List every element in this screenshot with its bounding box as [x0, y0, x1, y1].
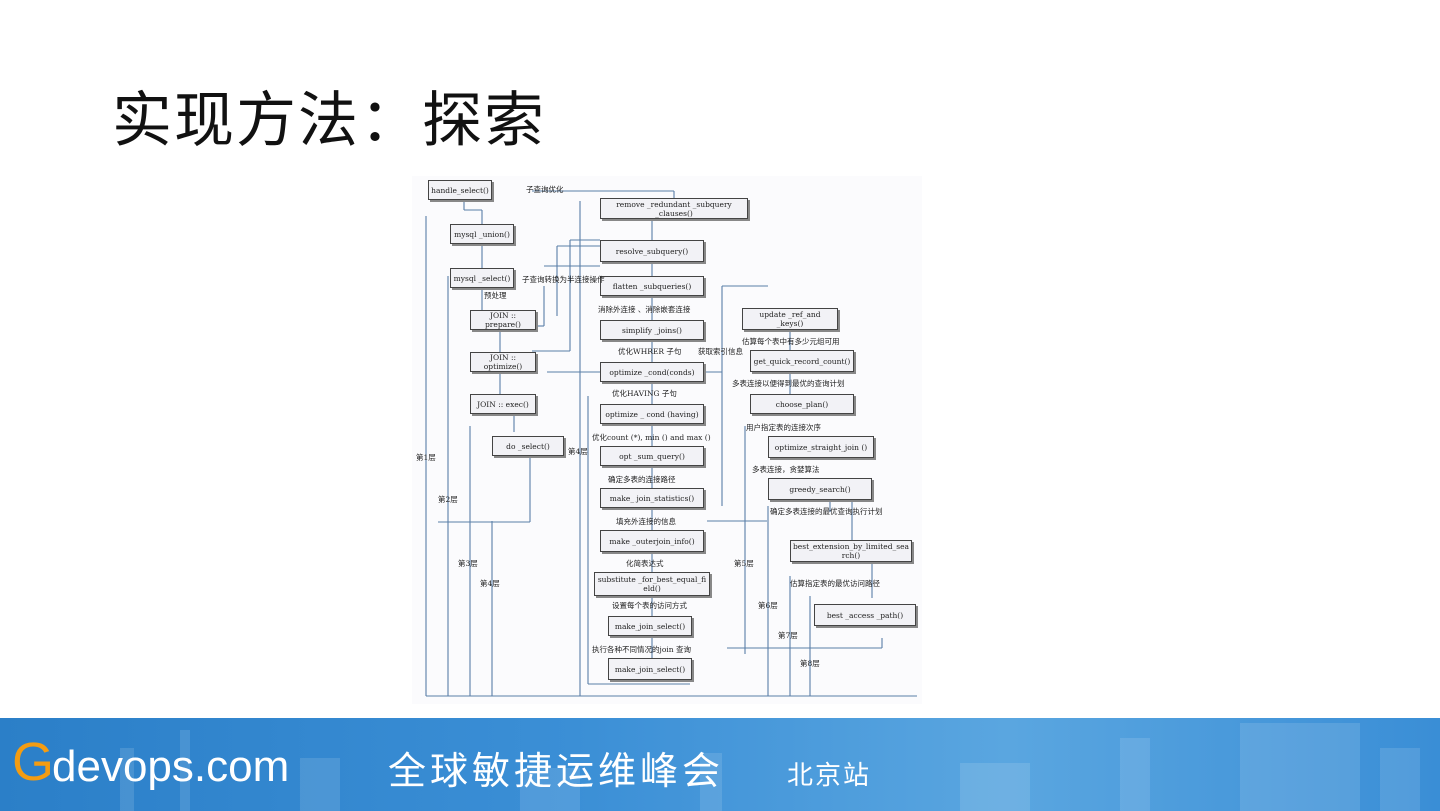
label-level-3: 第3层 [458, 558, 478, 569]
label-optimal-exec-plan: 确定多表连接的最优查询执行计划 [770, 506, 883, 517]
node-make-outerjoin-info: make _outerjoin_info() [600, 530, 704, 552]
label-subquery-opt: 子查询优化 [526, 184, 564, 195]
node-get-quick-record-count: get_quick_record_count() [750, 350, 854, 372]
label-count-min-max: 优化count (*), min () and max () [592, 432, 711, 443]
node-choose-plan: choose_plan() [750, 394, 854, 414]
node-join-exec: JOIN :: exec() [470, 394, 536, 414]
node-substitute-best-equal: substitute _for_best_equal_fi eld() [594, 572, 710, 596]
footer-slogan: 全球敏捷运维峰会 [388, 748, 724, 794]
node-opt-sum-query: opt _sum_query() [600, 446, 704, 466]
label-level-2: 第2层 [438, 494, 458, 505]
label-estimate-tuples: 估算每个表中有多少元组可用 [742, 336, 840, 347]
flowchart-diagram: handle_select() mysql _union() mysql _se… [412, 176, 922, 704]
label-user-order: 用户指定表的连接次序 [746, 422, 821, 433]
node-flatten-subqueries: flatten _subqueries() [600, 276, 704, 296]
label-join-queries: 执行各种不同情况的join 查询 [592, 644, 691, 655]
node-mysql-union: mysql _union() [450, 224, 514, 244]
label-having: 优化HAVING 子句 [612, 388, 677, 399]
label-outer-join-info: 填充外连接的信息 [616, 516, 676, 527]
label-level-5: 第5层 [734, 558, 754, 569]
label-greedy: 多表连接，贪婪算法 [752, 464, 820, 475]
node-best-access-path: best _access _path() [814, 604, 916, 626]
label-level-4b: 第4层 [568, 446, 588, 457]
node-do-select: do _select() [492, 436, 564, 456]
footer-city: 北京站 [787, 760, 871, 792]
node-simplify-joins: simplify _joins() [600, 320, 704, 340]
node-optimize-straight-join: optimize_straight_join () [768, 436, 874, 458]
node-make-join-statistics: make_ join_statistics() [600, 488, 704, 508]
node-make-join-select-1: make_join_select() [608, 616, 692, 636]
label-where: 优化WHRER 子句 [618, 346, 681, 357]
node-mysql-select: mysql _select() [450, 268, 514, 288]
node-remove-redundant: remove _redundant _subquery _clauses() [600, 198, 748, 219]
node-resolve-subquery: resolve_subquery() [600, 240, 704, 262]
label-join-path: 确定多表的连接路径 [608, 474, 676, 485]
label-level-6: 第6层 [758, 600, 778, 611]
label-preprocess: 预处理 [484, 290, 507, 301]
logo-g: G [12, 732, 54, 792]
logo-text: devops.com [52, 742, 289, 792]
node-optimize-cond-conds: optimize _cond(conds) [600, 362, 704, 382]
node-join-prepare: JOIN :: prepare() [470, 310, 536, 330]
label-semijoin: 子查询转换为半连接操作 [522, 274, 605, 285]
node-best-extension: best_extension_by_limited_sea rch() [790, 540, 912, 562]
node-make-join-select-2: make_join_select() [608, 658, 692, 680]
label-level-8: 第8层 [800, 658, 820, 669]
label-best-plan: 多表连接以便得到最优的查询计划 [732, 378, 845, 389]
label-access-method: 设置每个表的访问方式 [612, 600, 687, 611]
label-simplify-expr: 化简表达式 [626, 558, 664, 569]
label-best-access-path: 估算指定表的最优访问路径 [790, 578, 880, 589]
label-level-4a: 第4层 [480, 578, 500, 589]
footer-banner: G devops.com 全球敏捷运维峰会 北京站 [0, 718, 1440, 811]
label-index-info: 获取索引信息 [698, 346, 743, 357]
node-join-optimize: JOIN :: optimize() [470, 352, 536, 372]
slide-title: 实现方法：探索 [112, 72, 546, 159]
node-optimize-cond-having: optimize _ cond (having) [600, 404, 704, 424]
label-level-1: 第1层 [416, 452, 436, 463]
label-level-7: 第7层 [778, 630, 798, 641]
node-handle-select: handle_select() [428, 180, 492, 200]
label-eliminate-joins: 消除外连接 、消除嵌套连接 [598, 304, 690, 315]
node-greedy-search: greedy_search() [768, 478, 872, 500]
node-update-ref-and-keys: update _ref_and _keys() [742, 308, 838, 330]
